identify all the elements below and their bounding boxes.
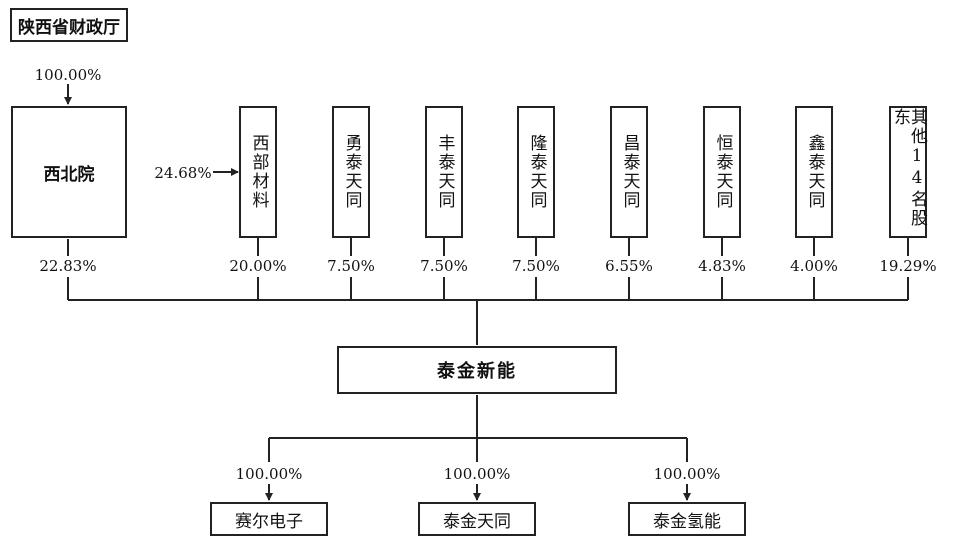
company-name: 泰金新能 [437, 361, 517, 382]
shareholder-box-longtai: 隆泰天同 [517, 106, 555, 238]
shareholder-box-yongtai: 勇泰天同 [332, 106, 370, 238]
shareholder-box-changtai: 昌泰天同 [610, 106, 648, 238]
subsidiary-name: 赛尔电子 [235, 511, 303, 532]
subsidiary-box-taijintiantong: 泰金天同 [418, 502, 536, 536]
top-entity-name: 陕西省财政厅 [18, 17, 120, 38]
top-entity-pct: 100.00% [34, 66, 102, 84]
subsidiary-box-saier: 赛尔电子 [210, 502, 328, 536]
xbi-box: 西北院 [11, 106, 127, 238]
company-box: 泰金新能 [337, 346, 617, 394]
shareholder-pct: 7.50% [512, 257, 560, 275]
shareholder-box-xbcl: 西部材料 [239, 106, 277, 238]
subsidiary-box-taijinqingneng: 泰金氢能 [628, 502, 746, 536]
shareholder-box-fengtai: 丰泰天同 [425, 106, 463, 238]
shareholder-pct: 20.00% [229, 257, 287, 275]
shareholder-name: 隆泰天同 [526, 134, 547, 210]
xbi-to-company-pct: 22.83% [39, 257, 97, 275]
shareholder-pct: 19.29% [879, 257, 937, 275]
shareholder-name: 西部材料 [248, 134, 269, 210]
shareholder-box-hengtai: 恒泰天同 [703, 106, 741, 238]
shareholder-pct: 7.50% [327, 257, 375, 275]
shareholder-pct: 7.50% [420, 257, 468, 275]
subsidiary-name: 泰金氢能 [653, 511, 721, 532]
shareholder-name: 昌泰天同 [619, 134, 640, 210]
shareholder-name: 其他14名股东 [890, 108, 927, 228]
shareholder-name: 勇泰天同 [341, 134, 362, 210]
shareholder-box-others: 其他14名股东 [889, 106, 927, 238]
shareholder-name: 丰泰天同 [434, 134, 455, 210]
subsidiary-pct: 100.00% [443, 465, 511, 483]
top-entity-box: 陕西省财政厅 [10, 8, 128, 42]
shareholder-name: 恒泰天同 [712, 134, 733, 210]
subsidiary-name: 泰金天同 [443, 511, 511, 532]
shareholder-pct: 4.83% [698, 257, 746, 275]
shareholder-pct: 6.55% [605, 257, 653, 275]
shareholder-box-xintai: 鑫泰天同 [795, 106, 833, 238]
subsidiary-pct: 100.00% [653, 465, 721, 483]
subsidiary-pct: 100.00% [235, 465, 303, 483]
shareholder-name: 鑫泰天同 [804, 134, 825, 210]
shareholder-pct: 4.00% [790, 257, 838, 275]
xbi-to-xbcl-pct: 24.68% [154, 164, 212, 182]
xbi-name: 西北院 [43, 164, 95, 185]
